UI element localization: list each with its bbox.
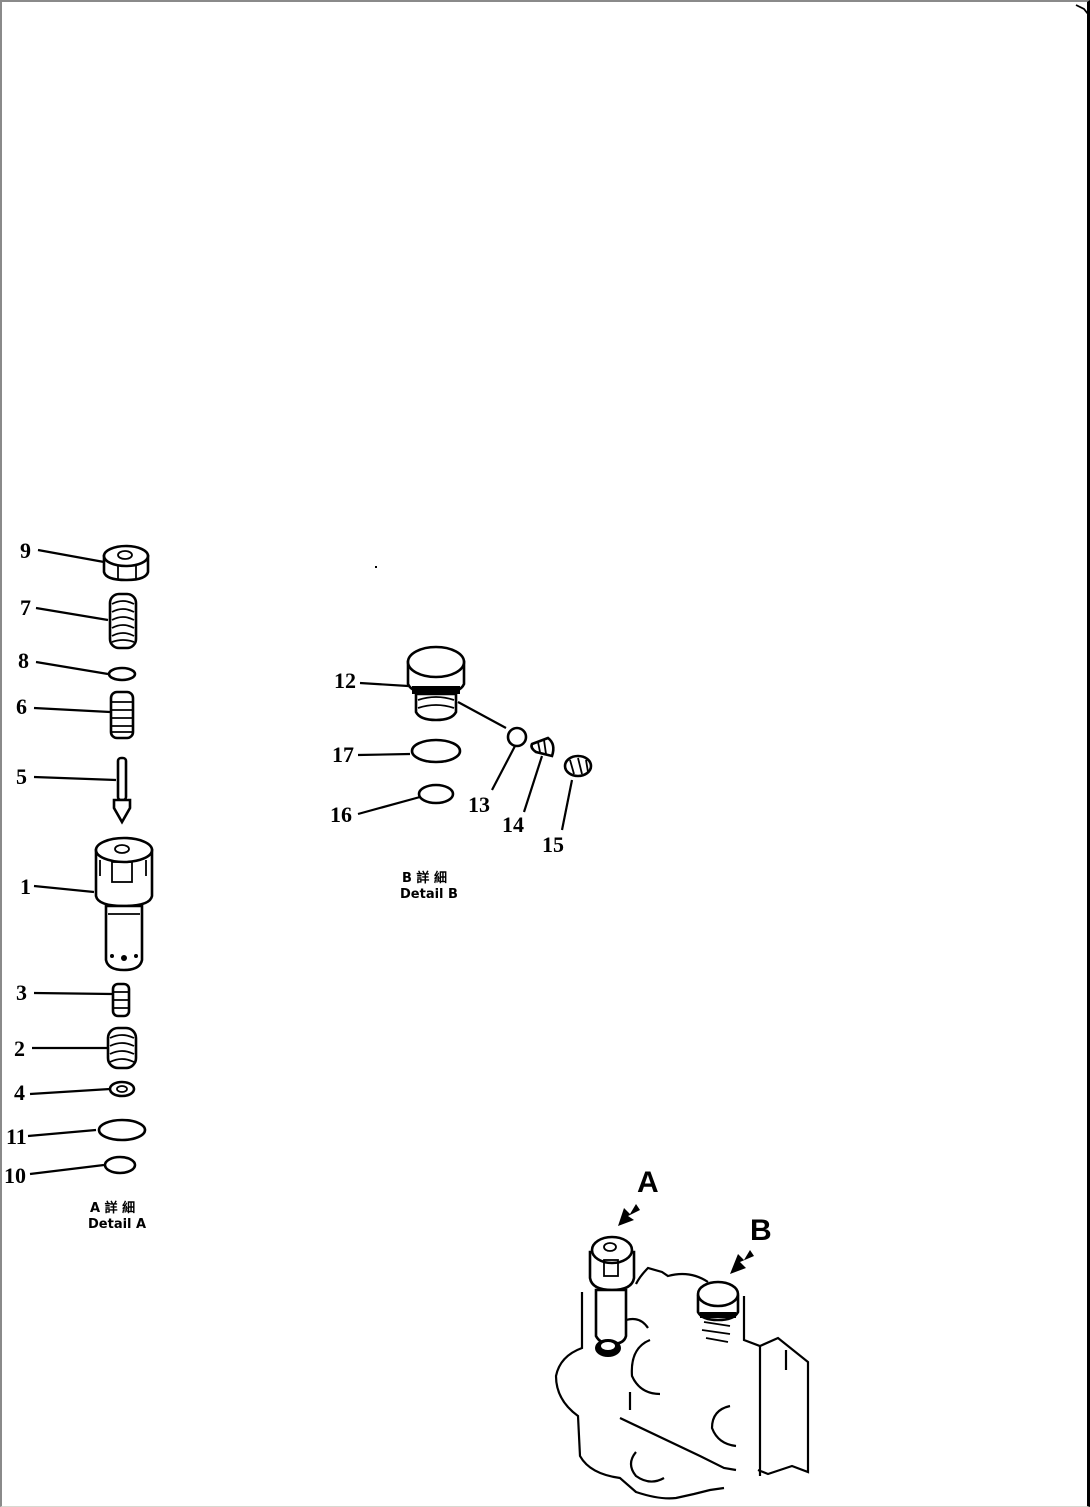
marker-b-arrow-icon bbox=[730, 1250, 754, 1274]
spring-part-6 bbox=[109, 690, 135, 740]
seat-part-15 bbox=[563, 754, 593, 778]
svg-text:14: 14 bbox=[502, 812, 524, 837]
svg-text:3: 3 bbox=[16, 980, 27, 1005]
detail-b-caption-en: Detail B bbox=[400, 887, 458, 902]
svg-text:10: 10 bbox=[4, 1163, 26, 1188]
svg-text:8: 8 bbox=[18, 648, 29, 673]
svg-text:7: 7 bbox=[20, 595, 31, 620]
o-ring-part-8 bbox=[107, 666, 137, 682]
marker-a-arrow-icon bbox=[618, 1204, 640, 1226]
callout-8[interactable]: 8 bbox=[18, 648, 109, 676]
spring-part-3 bbox=[111, 982, 131, 1018]
assembly-plug-b bbox=[696, 1280, 740, 1343]
stray-dot bbox=[375, 566, 377, 568]
callout-16[interactable]: 16 bbox=[330, 795, 421, 827]
callout-1[interactable]: 1 bbox=[20, 874, 95, 899]
callout-6[interactable]: 6 bbox=[16, 694, 111, 719]
spring-part-14 bbox=[530, 736, 555, 758]
detail-a-caption-en: Detail A bbox=[88, 1217, 146, 1232]
svg-text:9: 9 bbox=[20, 538, 31, 563]
callout-12[interactable]: 12 bbox=[334, 668, 409, 693]
svg-text:16: 16 bbox=[330, 802, 352, 827]
callout-10[interactable]: 10 bbox=[4, 1163, 105, 1188]
detail-b-caption-jp: B 詳 細 bbox=[402, 870, 447, 886]
o-ring-part-16 bbox=[417, 783, 455, 805]
callout-15[interactable]: 15 bbox=[542, 779, 574, 857]
poppet-part-5 bbox=[112, 756, 132, 825]
callout-3[interactable]: 3 bbox=[16, 980, 113, 1005]
marker-a-label[interactable]: A bbox=[637, 1166, 659, 1199]
nut-part-9 bbox=[102, 544, 150, 582]
svg-text:4: 4 bbox=[14, 1080, 25, 1105]
callout-7[interactable]: 7 bbox=[20, 595, 109, 622]
svg-text:13: 13 bbox=[468, 792, 490, 817]
ball-part-13 bbox=[506, 726, 528, 748]
corner-mark bbox=[1075, 4, 1089, 15]
spring-part-2 bbox=[106, 1026, 138, 1070]
spring-part-7 bbox=[108, 592, 138, 650]
svg-text:2: 2 bbox=[14, 1036, 25, 1061]
detail-b: 12 17 16 13 bbox=[330, 645, 593, 902]
callout-4[interactable]: 4 bbox=[14, 1080, 111, 1105]
detail-a-caption-jp: A 詳 細 bbox=[90, 1200, 135, 1216]
callout-13[interactable]: 13 bbox=[468, 745, 516, 817]
callout-11[interactable]: 11 bbox=[6, 1124, 97, 1149]
callout-9[interactable]: 9 bbox=[20, 538, 105, 564]
svg-text:15: 15 bbox=[542, 832, 564, 857]
svg-text:12: 12 bbox=[334, 668, 356, 693]
callout-2[interactable]: 2 bbox=[14, 1036, 110, 1061]
svg-text:11: 11 bbox=[6, 1124, 27, 1149]
svg-text:6: 6 bbox=[16, 694, 27, 719]
plug-part-12 bbox=[406, 645, 466, 722]
valve-assembly: A B bbox=[554, 1166, 810, 1500]
callout-14[interactable]: 14 bbox=[502, 755, 544, 837]
detail-a: 9 7 8 6 bbox=[4, 538, 154, 1232]
leader-13-upper bbox=[457, 701, 507, 729]
assembly-valve-a bbox=[588, 1235, 636, 1357]
valve-body-part-1 bbox=[94, 836, 154, 972]
svg-text:5: 5 bbox=[16, 764, 27, 789]
callout-5[interactable]: 5 bbox=[16, 764, 117, 789]
svg-text:1: 1 bbox=[20, 874, 31, 899]
callout-17[interactable]: 17 bbox=[332, 742, 411, 767]
o-ring-part-11 bbox=[97, 1118, 147, 1142]
marker-b-label[interactable]: B bbox=[750, 1214, 772, 1247]
svg-text:17: 17 bbox=[332, 742, 354, 767]
o-ring-part-17 bbox=[410, 738, 462, 764]
o-ring-part-10 bbox=[103, 1155, 137, 1175]
washer-part-4 bbox=[108, 1080, 136, 1098]
